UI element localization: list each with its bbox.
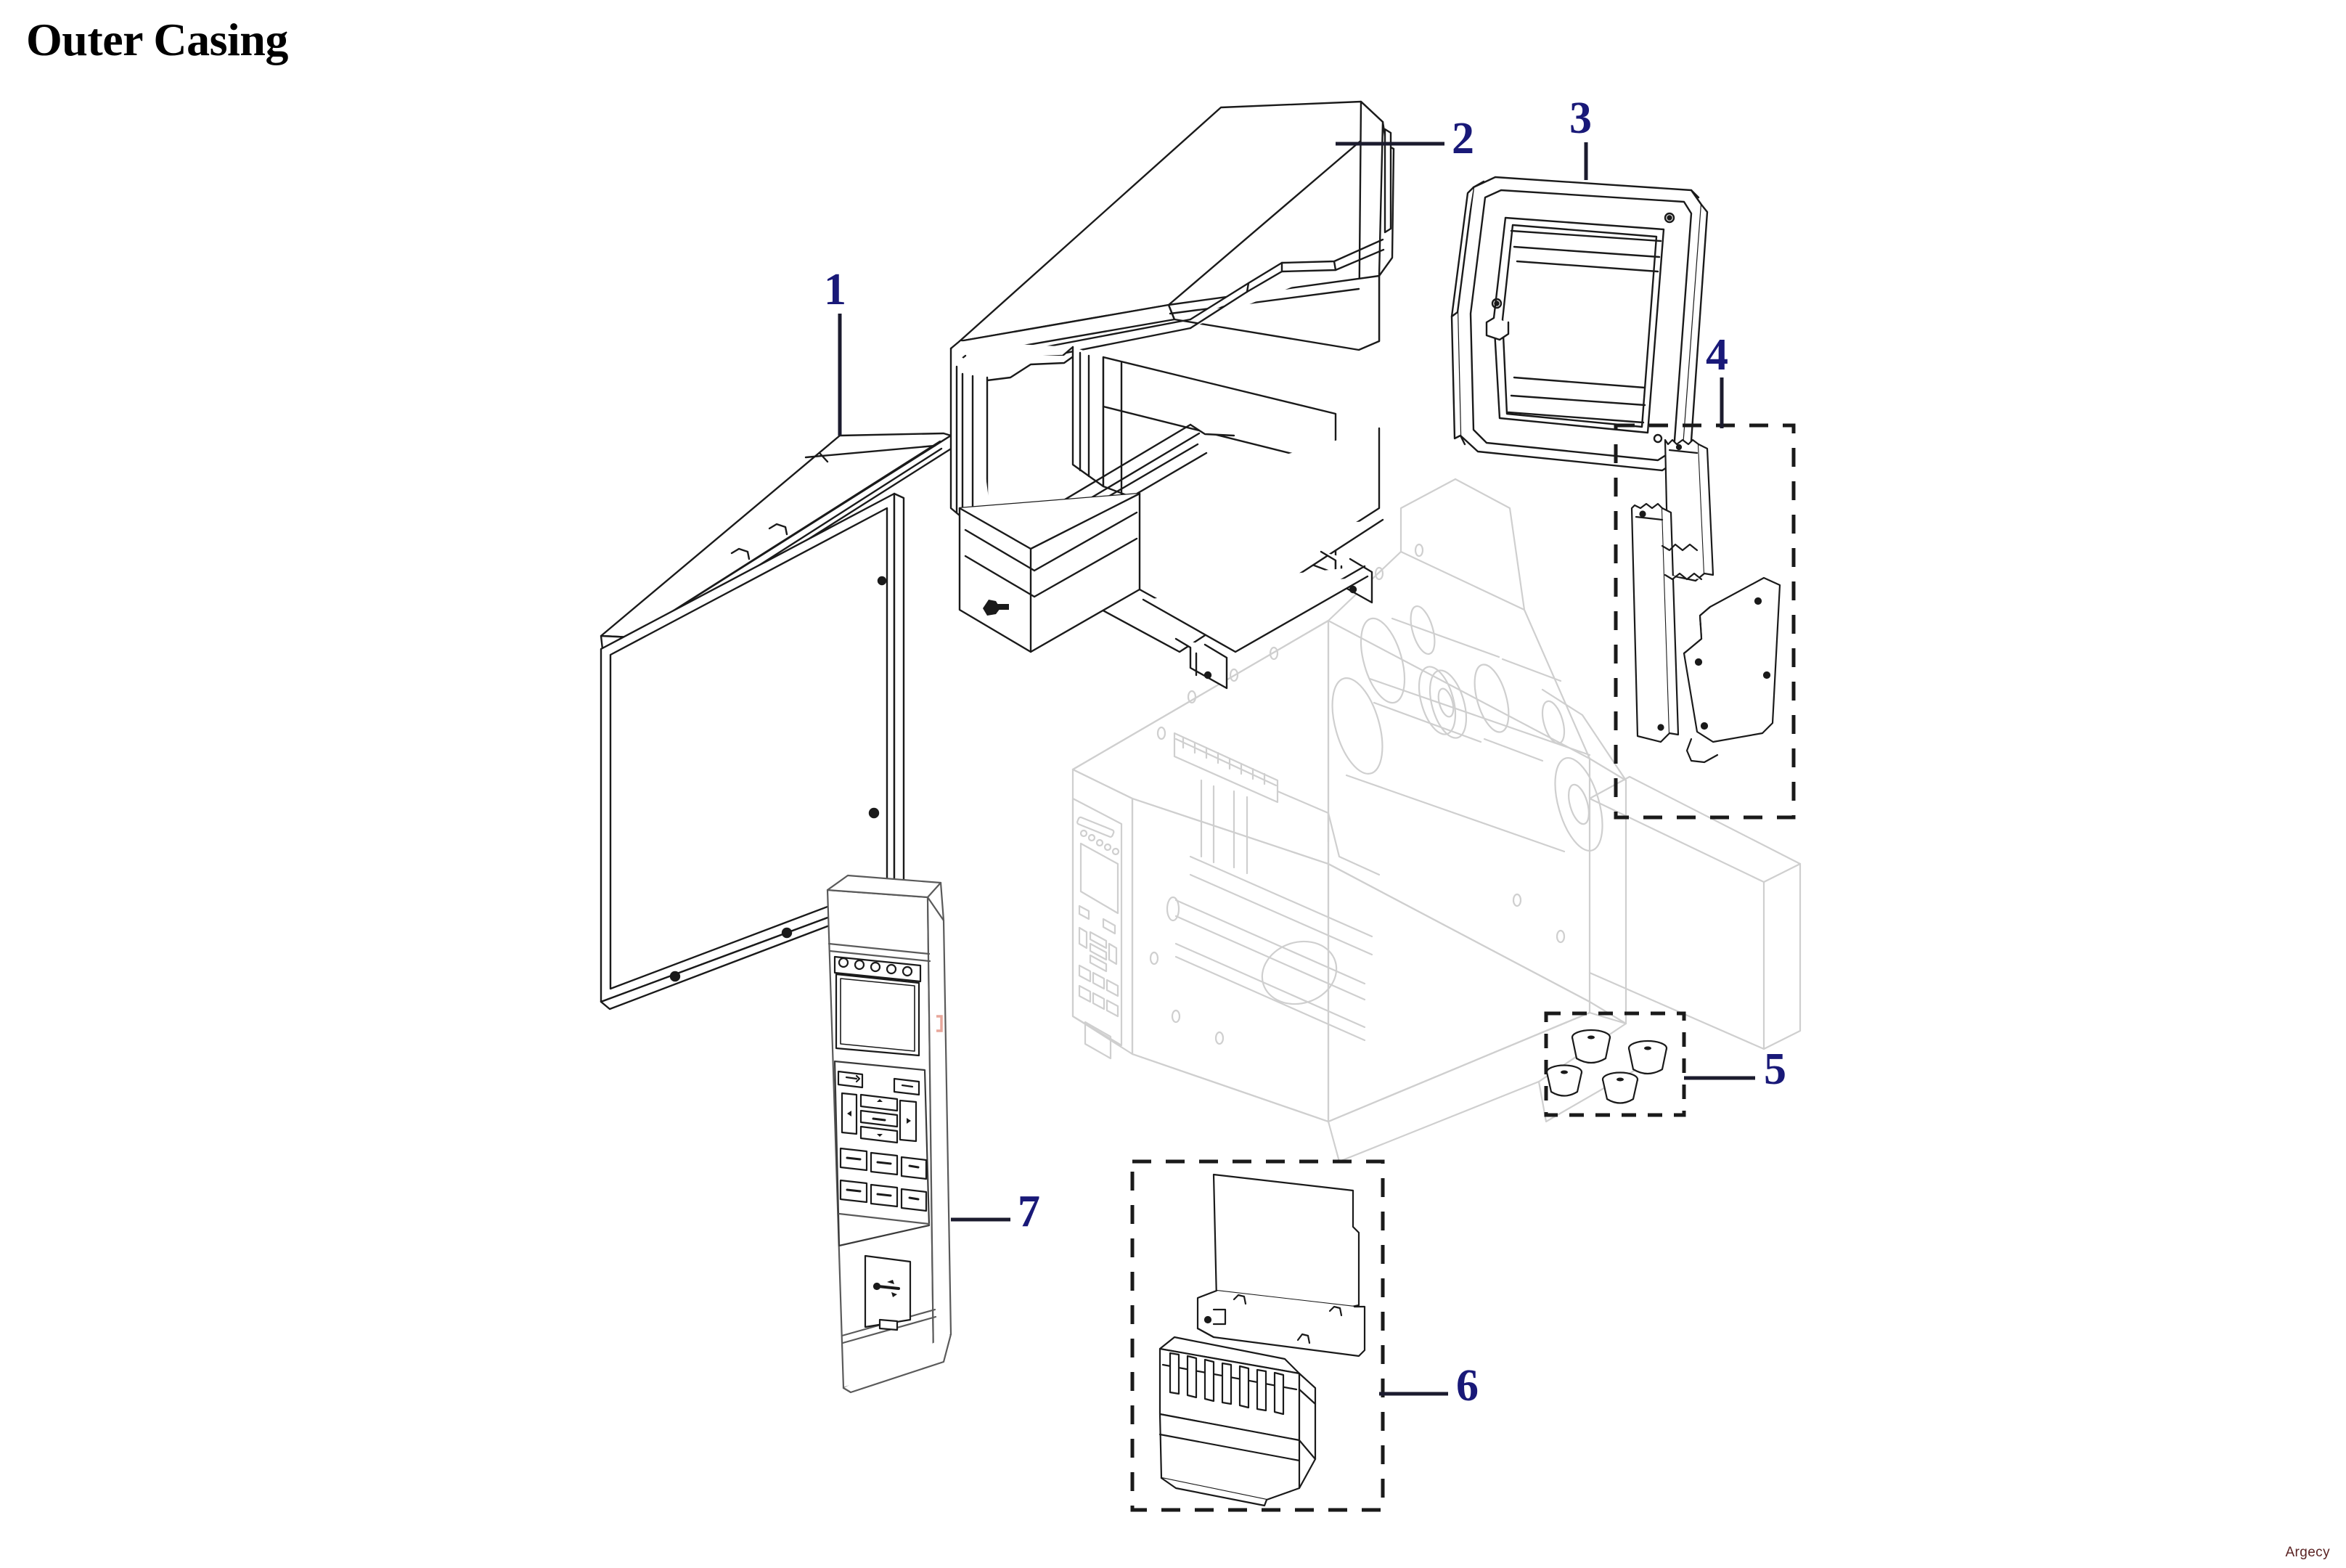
rubber-foot — [1627, 1040, 1668, 1075]
callout-number-3[interactable]: 3 — [1569, 94, 1592, 143]
watermark: Argecy — [2285, 1545, 2330, 1560]
callout-number-7[interactable]: 7 — [1018, 1187, 1040, 1236]
callout-number-5[interactable]: 5 — [1764, 1045, 1786, 1094]
callout-number-6[interactable]: 6 — [1456, 1361, 1479, 1410]
callout-number-1[interactable]: 1 — [824, 265, 846, 314]
rubber-foot — [1571, 1029, 1611, 1064]
kit-5-dashed-boundary — [1544, 1011, 1686, 1117]
kit-4-dashed-boundary — [1614, 423, 1796, 820]
callout-number-2[interactable]: 2 — [1452, 114, 1474, 163]
rubber-foot — [1545, 1064, 1583, 1097]
callout-number-4[interactable]: 4 — [1706, 330, 1728, 380]
page-title: Outer Casing — [26, 14, 288, 65]
registration-tick-icon — [936, 1015, 943, 1032]
rubber-foot — [1601, 1071, 1639, 1104]
